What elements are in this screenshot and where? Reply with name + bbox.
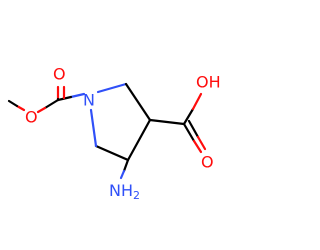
- atom-label-carbamate-o-double: O: [53, 65, 66, 84]
- bond-ccooh-odouble-b: [187, 119, 200, 139]
- bond-c4-nh2-blue: [119, 169, 126, 180]
- bond-ccooh-odouble-b-red: [196, 135, 207, 151]
- bond-oester-methyl-red: [15, 104, 26, 112]
- atom-label-carboxyl-o: O: [201, 153, 214, 172]
- atom-label-ring-n: N: [83, 91, 95, 110]
- bond-n-ccarbonyl: [69, 92, 86, 99]
- structure-diagram: OH O O O N NH2: [7, 65, 221, 202]
- bond-ccarbonyl-oester-red: [36, 106, 47, 114]
- atom-label-oh: OH: [196, 73, 221, 92]
- atom-labels: OH O O O N NH2: [25, 65, 221, 202]
- bond-c3-c4: [126, 118, 152, 162]
- bond-ccooh-odouble-a-red: [192, 139, 203, 154]
- atom-label-amine-main: NH: [109, 181, 133, 200]
- bond-c4-nh2: [122, 158, 130, 173]
- atom-label-amine-subscript: 2: [133, 189, 140, 202]
- bonds: [7, 82, 207, 180]
- bond-oester-methyl: [7, 99, 19, 108]
- bond-c4-c5: [94, 144, 130, 162]
- atom-label-carbamate-o-ester: O: [25, 108, 38, 127]
- bond-n-c2: [96, 82, 128, 94]
- bond-c5-n: [89, 108, 98, 148]
- bond-c3-ccooh: [148, 118, 186, 126]
- bond-c2-c3: [124, 82, 152, 122]
- bond-ccarbonyl-oester: [43, 98, 60, 110]
- bond-ccooh-oh-red: [191, 92, 203, 111]
- bond-ccooh-oh: [182, 107, 195, 126]
- atom-label-amine: NH2: [109, 181, 140, 202]
- bond-ccooh-odouble-a: [182, 122, 196, 143]
